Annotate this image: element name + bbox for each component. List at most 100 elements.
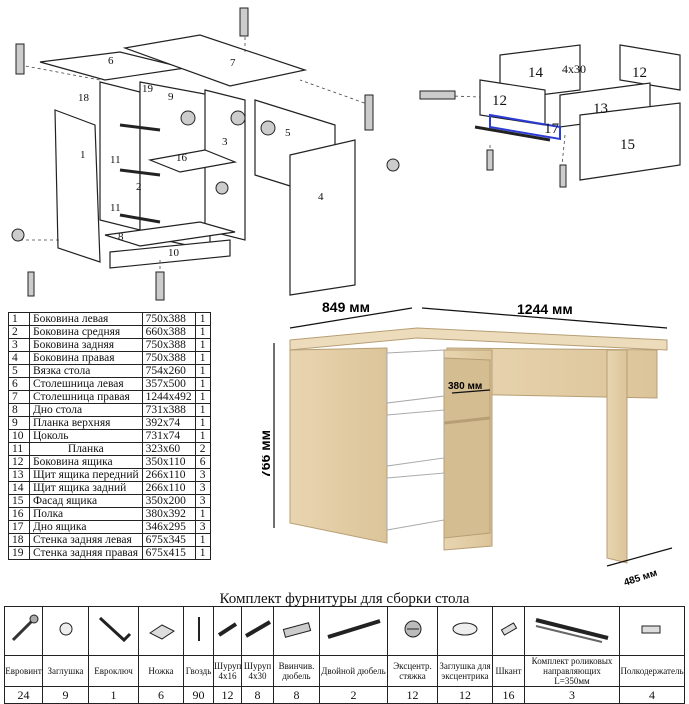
hardware-name: Шуруп 4x30: [241, 655, 274, 687]
parts-number: 15: [8, 494, 30, 508]
parts-number: 17: [8, 520, 30, 534]
label-7: 7: [230, 57, 236, 69]
wood-dowel-icon: [492, 606, 525, 656]
hardware-qty: 6: [138, 686, 184, 704]
parts-size: 675x345: [141, 533, 196, 547]
label-12b: 12: [632, 65, 647, 81]
double-dowel-icon: [319, 606, 388, 656]
parts-number: 10: [8, 429, 30, 443]
dowel-icon: [273, 606, 320, 656]
cam-lock-icon: [387, 606, 438, 656]
parts-name: Боковина средняя: [29, 325, 143, 339]
parts-qty: 3: [194, 481, 211, 495]
parts-name: Планка верхняя: [29, 416, 143, 430]
label-14: 14: [528, 65, 544, 81]
parts-number: 1: [8, 312, 30, 326]
parts-name: Щит ящика передний: [29, 468, 143, 482]
hardware-qty: 4: [619, 686, 685, 704]
parts-size: 350x200: [141, 494, 196, 508]
hardware-name: Ввинчив. дюбель: [273, 655, 320, 687]
parts-number: 3: [8, 338, 30, 352]
label-19: 19: [142, 83, 154, 95]
parts-size: 754x260: [141, 364, 196, 378]
parts-qty: 1: [194, 312, 211, 326]
cap-icon: [42, 606, 89, 656]
dimension-width: 1244 мм: [517, 301, 573, 317]
parts-number: 9: [8, 416, 30, 430]
parts-size: 675x415: [141, 546, 196, 560]
parts-name: Цоколь: [29, 429, 143, 443]
parts-qty: 3: [194, 520, 211, 534]
parts-number: 8: [8, 403, 30, 417]
parts-number: 7: [8, 390, 30, 404]
hardware-title: Комплект фурнитуры для сборки стола: [219, 591, 470, 607]
hardware-name: Полкодержатель: [619, 655, 685, 687]
dimension-height: 766 мм: [262, 430, 273, 478]
parts-qty: 1: [194, 325, 211, 339]
parts-qty: 1: [194, 403, 211, 417]
label-2: 2: [136, 181, 142, 193]
label-6: 6: [108, 55, 114, 67]
parts-name: Планка: [29, 442, 143, 456]
hardware-qty: 1: [88, 686, 139, 704]
label-3: 3: [222, 136, 228, 148]
parts-size: 266x110: [141, 468, 196, 482]
parts-number: 18: [8, 533, 30, 547]
parts-qty: 2: [194, 442, 211, 456]
parts-qty: 6: [194, 455, 211, 469]
parts-name: Боковина задняя: [29, 338, 143, 352]
label-11b: 11: [110, 202, 121, 214]
parts-qty: 1: [194, 507, 211, 521]
parts-number: 12: [8, 455, 30, 469]
hardware-name: Двойной дюбель: [319, 655, 388, 687]
hardware-name: Комплект роликовых направляющих L=350мм: [524, 655, 620, 687]
parts-name: Дно стола: [29, 403, 143, 417]
parts-size: 750x388: [141, 338, 196, 352]
parts-size: 1244x492: [141, 390, 196, 404]
exploded-desk-diagram: 1 2 3 4 5 6 7 8 9 10 11 11 16 18 19: [11, 7, 400, 301]
parts-size: 350x110: [141, 455, 196, 469]
hardware-qty: 90: [183, 686, 214, 704]
parts-qty: 1: [194, 338, 211, 352]
parts-number: 19: [8, 546, 30, 560]
parts-size: 660x388: [141, 325, 196, 339]
parts-number: 16: [8, 507, 30, 521]
hex-key-icon: [88, 606, 139, 656]
label-9: 9: [168, 91, 174, 103]
parts-size: 323x60: [141, 442, 196, 456]
parts-name: Стенка задняя левая: [29, 533, 143, 547]
parts-size: 266x110: [141, 481, 196, 495]
label-17: 17: [544, 121, 560, 137]
hardware-name: Евроключ: [88, 655, 139, 687]
parts-name: Столешница левая: [29, 377, 143, 391]
parts-name: Столешница правая: [29, 390, 143, 404]
parts-name: Боковина левая: [29, 312, 143, 326]
parts-qty: 1: [194, 546, 211, 560]
label-10: 10: [168, 247, 180, 259]
parts-size: 731x74: [141, 429, 196, 443]
hardware-name: Эксцентр. стяжка: [387, 655, 438, 687]
parts-name: Щит ящика задний: [29, 481, 143, 495]
hardware-qty: 16: [492, 686, 525, 704]
parts-size: 750x388: [141, 351, 196, 365]
parts-qty: 1: [194, 351, 211, 365]
dimension-depth: 849 мм: [322, 299, 370, 315]
dimension-side: 485 мм: [623, 568, 659, 588]
parts-qty: 1: [194, 377, 211, 391]
label-5: 5: [285, 127, 291, 139]
hardware-name: Заглушка: [42, 655, 89, 687]
parts-name: Полка: [29, 507, 143, 521]
assembled-desk-illustration: 849 мм 1244 мм 766 мм 380 мм 485 мм: [262, 299, 673, 588]
parts-name: Дно ящика: [29, 520, 143, 534]
parts-number: 5: [8, 364, 30, 378]
